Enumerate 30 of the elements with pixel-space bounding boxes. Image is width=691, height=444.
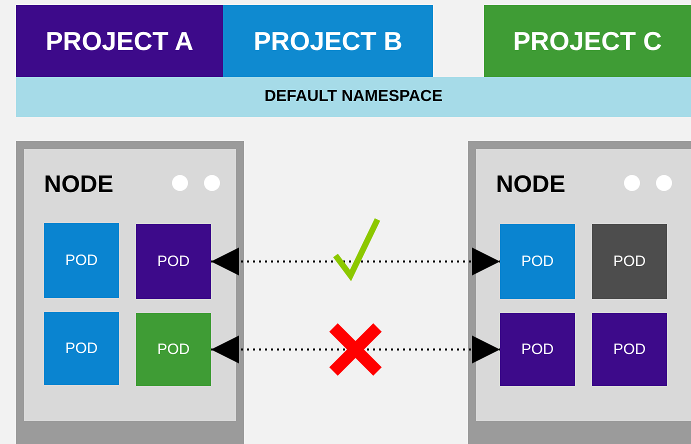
pod-box xyxy=(136,224,211,299)
project-label: PROJECT C xyxy=(513,26,662,56)
pod-box xyxy=(592,313,667,386)
project-box xyxy=(484,5,691,77)
pod-label: POD xyxy=(65,252,98,269)
double-arrow xyxy=(211,248,500,276)
project-box xyxy=(223,5,433,77)
pod-label: POD xyxy=(65,340,98,357)
namespace-band xyxy=(16,77,691,117)
pod-box xyxy=(500,224,575,299)
double-arrow xyxy=(211,336,500,364)
pod-label: POD xyxy=(157,341,190,358)
node-panel xyxy=(468,141,691,444)
node-title: NODE xyxy=(496,171,566,199)
pod-label: POD xyxy=(521,341,554,358)
node-title: NODE xyxy=(44,171,114,199)
project-label: PROJECT B xyxy=(254,26,402,56)
pod-label: POD xyxy=(613,341,646,358)
pod-box xyxy=(592,224,667,299)
pod-box xyxy=(44,312,119,385)
pod-label: POD xyxy=(613,253,646,270)
namespace-label: DEFAULT NAMESPACE xyxy=(264,88,443,106)
pod-label: POD xyxy=(157,253,190,270)
pod-box xyxy=(500,313,575,386)
pod-box xyxy=(44,223,119,298)
node-panel xyxy=(16,141,244,444)
pod-box xyxy=(136,313,211,386)
pod-label: POD xyxy=(521,253,554,270)
project-label: PROJECT A xyxy=(46,26,194,56)
project-box xyxy=(16,5,223,77)
